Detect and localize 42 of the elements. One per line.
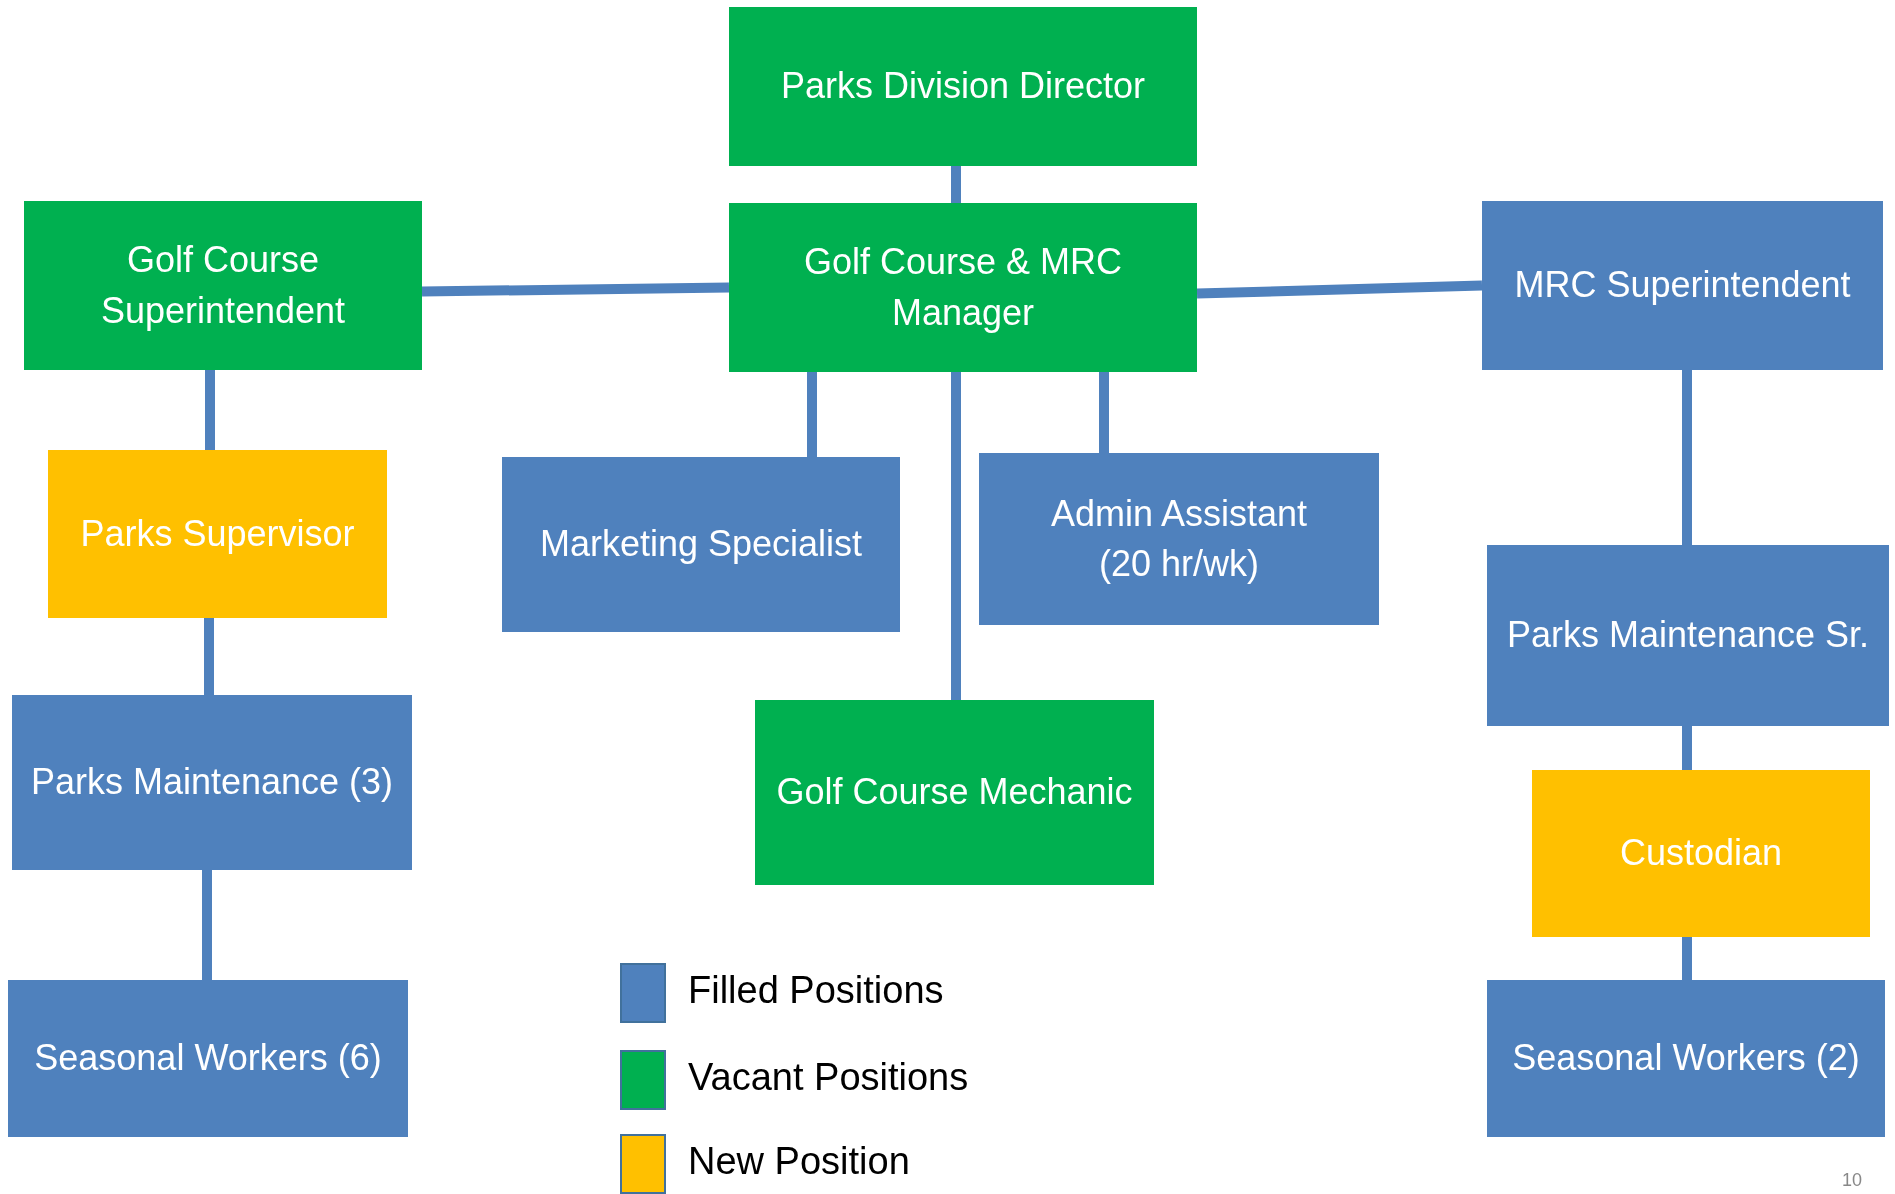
position-box <box>24 201 422 370</box>
position-title: MRC Superintendent <box>1514 263 1851 308</box>
legend-label: Vacant Positions <box>688 1056 969 1099</box>
connector-line <box>1196 280 1483 299</box>
position-box <box>979 453 1379 625</box>
position-box <box>1482 201 1883 370</box>
position-title: Golf Course & MRC Manager <box>802 240 1124 335</box>
position-title: Parks Maintenance Sr. <box>1506 613 1870 658</box>
position-title: Golf Course Superintendent <box>99 238 347 333</box>
position-box <box>1487 980 1885 1137</box>
position-box <box>729 203 1197 372</box>
position-box <box>755 700 1154 885</box>
legend-label: Filled Positions <box>688 969 944 1012</box>
connector-line <box>951 166 961 203</box>
position-title: Parks Maintenance (3) <box>30 760 394 805</box>
position-title: Seasonal Workers (2) <box>1512 1036 1860 1081</box>
position-title: Admin Assistant (20 hr/wk) <box>1049 491 1309 586</box>
position-title: Custodian <box>1619 831 1783 876</box>
connector-line <box>204 618 214 695</box>
position-box <box>1487 545 1889 726</box>
connector-line <box>1099 372 1109 453</box>
connector-line <box>1682 370 1692 545</box>
connector-line <box>1682 726 1692 770</box>
position-box <box>729 7 1197 166</box>
position-title: Marketing Specialist <box>539 522 863 567</box>
position-box <box>8 980 408 1137</box>
position-box <box>12 695 412 870</box>
connector-line <box>421 282 730 297</box>
position-box <box>502 457 900 632</box>
position-box <box>48 450 387 618</box>
position-box <box>1532 770 1870 937</box>
legend-label: New Position <box>688 1140 910 1183</box>
position-title: Seasonal Workers (6) <box>34 1036 382 1081</box>
connector-line <box>202 870 212 980</box>
position-title: Golf Course Mechanic <box>776 770 1133 815</box>
connector-line <box>205 370 215 450</box>
page-number: 10 <box>1842 1170 1863 1191</box>
connector-line <box>807 372 817 457</box>
position-title: Parks Division Director <box>780 64 1146 109</box>
connector-line <box>1682 937 1692 980</box>
connector-line <box>951 372 961 700</box>
position-title: Parks Supervisor <box>80 511 355 556</box>
